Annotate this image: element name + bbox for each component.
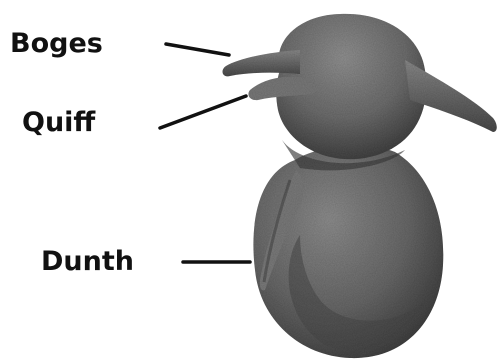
figure-body <box>253 145 443 358</box>
label-dunth: Dunth <box>41 248 134 275</box>
label-quiff: Quiff <box>22 109 95 136</box>
figure-ear-right <box>405 60 497 132</box>
leader-line-boges <box>166 44 229 55</box>
figure-ear-left <box>223 50 300 76</box>
label-boges: Boges <box>10 30 103 57</box>
leader-line-quiff <box>160 96 246 128</box>
